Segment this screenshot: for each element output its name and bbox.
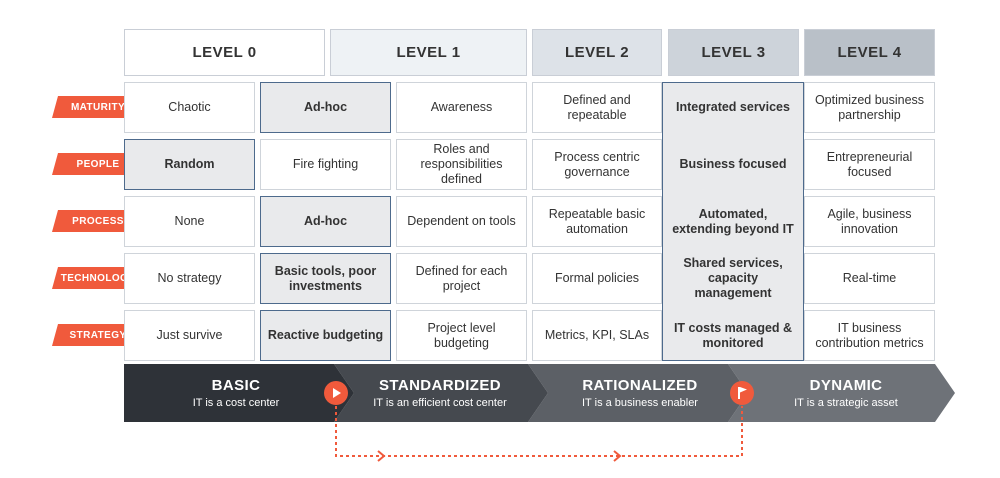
stage-standardized: STANDARDIZED IT is an efficient cost cen… [340, 364, 540, 422]
play-icon [324, 381, 348, 405]
cell-process-level-0b: Ad-hoc [260, 196, 391, 247]
stage-chevron-standardized [334, 364, 548, 422]
cell-strategy-level-3: IT costs managed & monitored [673, 320, 793, 350]
stage-standardized-subtitle: IT is an efficient cost center [373, 397, 507, 409]
cell-technology-level-4: Real-time [804, 253, 935, 304]
cell-technology-level-0: No strategy [124, 253, 255, 304]
row-label-people: PEOPLE [52, 153, 144, 175]
row-label-technology: TECHNOLOGY [52, 267, 144, 289]
cell-process-level-1: Dependent on tools [396, 196, 527, 247]
cell-maturity-level-3: Integrated services [676, 100, 790, 114]
stage-rationalized-title: RATIONALIZED [582, 377, 698, 394]
progress-arrow-2 [613, 450, 622, 462]
stage-rationalized-subtitle: IT is a business enabler [582, 397, 698, 409]
stage-basic: BASIC IT is a cost center [124, 364, 348, 422]
stage-rationalized: RATIONALIZED IT is a business enabler [540, 364, 740, 422]
cell-strategy-level-0b: Reactive budgeting [260, 310, 391, 361]
stage-standardized-title: STANDARDIZED [378, 377, 502, 394]
cell-strategy-level-4: IT business contribution metrics [804, 310, 935, 361]
cell-technology-level-3: Shared services, capacity management [683, 256, 783, 300]
cell-process-level-4: Agile, business innovation [804, 196, 935, 247]
cell-process-level-2: Repeatable basic automation [532, 196, 662, 247]
cell-strategy-level-2: Metrics, KPI, SLAs [532, 310, 662, 361]
cell-people-level-0b: Fire fighting [260, 139, 391, 190]
cell-maturity-level-2: Defined and repeatable [532, 82, 662, 133]
cell-process-level-0: None [124, 196, 255, 247]
progress-path [335, 406, 743, 457]
cell-strategy-level-1: Project level budgeting [396, 310, 527, 361]
stage-chevron-dynamic [728, 364, 955, 422]
stage-basic-subtitle: IT is a cost center [192, 397, 280, 409]
cell-process-level-3: Automated, extending beyond IT [672, 206, 794, 236]
cell-maturity-level-0b: Ad-hoc [260, 82, 391, 133]
stage-dynamic-subtitle: IT is a strategic asset [794, 397, 898, 409]
row-label-process: PROCESS [52, 210, 144, 232]
row-label-strategy: STRATEGY [52, 324, 144, 346]
cell-strategy-level-0: Just survive [124, 310, 255, 361]
stage-basic-title: BASIC [211, 377, 261, 394]
cell-technology-level-2: Formal policies [532, 253, 662, 304]
cell-people-level-2: Process centric governance [532, 139, 662, 190]
cell-people-level-0: Random [124, 139, 255, 190]
level-1-header: LEVEL 1 [330, 29, 527, 76]
stage-chevron-basic [124, 364, 354, 422]
level-4-header: LEVEL 4 [804, 29, 935, 76]
stage-chevron-rationalized [528, 364, 748, 422]
level-3-column-highlight [662, 82, 804, 361]
row-label-maturity: MATURITY [52, 96, 144, 118]
cell-maturity-level-0: Chaotic [124, 82, 255, 133]
cell-technology-level-0b: Basic tools, poor investments [260, 253, 391, 304]
level-3-header: LEVEL 3 [668, 29, 799, 76]
cell-maturity-level-1: Awareness [396, 82, 527, 133]
stage-dynamic-title: DYNAMIC [809, 377, 883, 394]
flag-icon [730, 381, 754, 405]
level-2-header: LEVEL 2 [532, 29, 662, 76]
stage-dynamic: DYNAMIC IT is a strategic asset [748, 364, 944, 422]
progress-arrow-1 [377, 450, 386, 462]
cell-technology-level-1: Defined for each project [396, 253, 527, 304]
level-0-header: LEVEL 0 [124, 29, 325, 76]
cell-people-level-1: Roles and responsibilities defined [396, 139, 527, 190]
cell-people-level-3: Business focused [679, 157, 787, 171]
cell-people-level-4: Entrepreneurial focused [804, 139, 935, 190]
cell-maturity-level-4: Optimized business partnership [804, 82, 935, 133]
